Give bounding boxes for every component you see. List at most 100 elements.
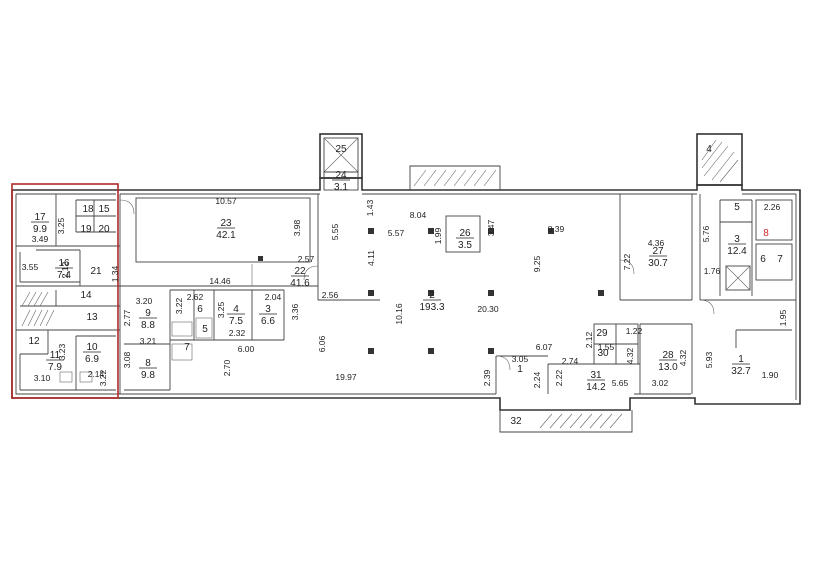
dimension-label: 6.00 [238, 344, 255, 354]
dimension-label: 2.74 [562, 356, 579, 366]
room-area: 8.8 [141, 320, 155, 331]
dimension-label: 3.36 [290, 303, 300, 320]
dimension-label: 3.98 [292, 219, 302, 236]
room-number: 13 [86, 312, 98, 323]
room-number: 25 [335, 144, 347, 155]
room-number: 6 [760, 254, 766, 265]
dimension-label: 1.55 [598, 342, 615, 352]
dimension-label: 8.04 [410, 210, 427, 220]
room-number: 18 [82, 204, 94, 215]
dimension-label: 3.25 [216, 301, 226, 318]
room-number: 26 [459, 228, 471, 239]
room-number: 28 [662, 350, 674, 361]
room-number: 32 [510, 416, 522, 427]
room-number: 14 [80, 290, 92, 301]
dimension-label: 4.11 [366, 250, 376, 266]
dimension-label: 6.07 [536, 342, 553, 352]
room-number: 24 [335, 170, 347, 181]
dimension-label: 1.22 [626, 326, 643, 336]
dimension-label: 9.25 [532, 255, 542, 272]
room-area: 42.1 [216, 230, 236, 241]
top-shaft [319, 133, 363, 191]
dimension-label: 5.55 [330, 223, 340, 240]
dimension-label: 5.57 [388, 228, 405, 238]
room-area: 12.4 [727, 246, 747, 257]
dimension-labels: 10.57 3.98 5.55 1.43 8.04 1.99 3.47 8.39 7.22 4.3… [22, 196, 788, 388]
dimension-label: 5.93 [704, 351, 714, 368]
room-number: 8 [145, 358, 151, 369]
dimension-label: 2.14 [88, 369, 105, 379]
room-number: 6 [197, 304, 203, 315]
dimension-label: 7.22 [622, 253, 632, 270]
room-area: 6.6 [261, 316, 275, 327]
dimension-label: 10.57 [215, 196, 237, 206]
dimension-label: 2.26 [764, 202, 781, 212]
dimension-label: 3.20 [136, 296, 153, 306]
room-area: 14.2 [586, 382, 606, 393]
room-area: 7.4 [57, 270, 71, 281]
dimension-label: 3.23 [57, 343, 67, 360]
dimension-label: 8.39 [548, 224, 565, 234]
room-area: 30.7 [648, 258, 668, 269]
room-area: 9.9 [33, 224, 47, 235]
room-number: 23 [220, 218, 232, 229]
dimension-label: 2.22 [554, 369, 564, 386]
dimension-label: 2.77 [122, 309, 132, 326]
room-area: 41.6 [290, 278, 310, 289]
room-area: 6.9 [85, 354, 99, 365]
dimension-label: 5.76 [701, 225, 711, 242]
dimension-label: 3.22 [174, 297, 184, 314]
room-number: 4 [706, 144, 712, 155]
outer-walls [11, 177, 801, 411]
dimension-label: 2.62 [187, 292, 204, 302]
dimension-label: 1.43 [365, 199, 375, 216]
room-number: 21 [90, 266, 102, 277]
doors [119, 199, 715, 371]
dimension-label: 2.12 [584, 331, 594, 348]
dimension-label: 20.30 [477, 304, 499, 314]
dimension-label: 1.95 [778, 309, 788, 326]
room-number: 15 [98, 204, 110, 215]
room-number: 22 [294, 266, 306, 277]
dimension-label: 2.70 [222, 359, 232, 376]
dimension-label: 2.32 [229, 328, 246, 338]
dimension-label: 2.39 [482, 369, 492, 386]
dimension-label: 1.34 [110, 265, 120, 282]
room-area: 9.8 [141, 370, 155, 381]
dimension-label: 2.12 [60, 261, 70, 278]
dimension-label: 3.47 [486, 219, 496, 236]
room-number: 16 [58, 258, 70, 269]
dimension-label: 2.56 [322, 290, 339, 300]
dimension-label: 2.24 [532, 371, 542, 388]
room-number: 4 [233, 304, 239, 315]
dimension-label: 2.04 [265, 292, 282, 302]
bottom-stair [499, 410, 633, 433]
room-number: 27 [652, 246, 664, 257]
top-right-tower [696, 133, 743, 186]
room-number: 7 [184, 342, 190, 353]
room-area: 7.9 [48, 362, 62, 373]
dimension-label: 3.05 [512, 354, 529, 364]
dimension-label: 1.90 [762, 370, 779, 380]
room-number: 10 [86, 342, 98, 353]
dimension-label: 4.32 [625, 347, 635, 364]
dimension-label: 14.46 [209, 276, 231, 286]
room-number: 3 [734, 234, 740, 245]
columns [258, 228, 604, 354]
room-area: 32.7 [731, 366, 751, 377]
room-number: 20 [98, 224, 110, 235]
room-number: 5 [734, 202, 740, 213]
room-number: 30 [597, 348, 609, 359]
room-number: 1 [517, 364, 523, 375]
dimension-label: 1.99 [433, 227, 443, 244]
dimension-label: 3.22 [98, 369, 108, 386]
dimension-label: 5.65 [612, 378, 629, 388]
dimension-label: 3.55 [22, 262, 39, 272]
dimension-label: 3.49 [32, 234, 49, 244]
room-number: 29 [596, 328, 608, 339]
room-number: 8 [763, 228, 769, 239]
room-number: 3 [265, 304, 271, 315]
room-area: 13.0 [658, 362, 678, 373]
